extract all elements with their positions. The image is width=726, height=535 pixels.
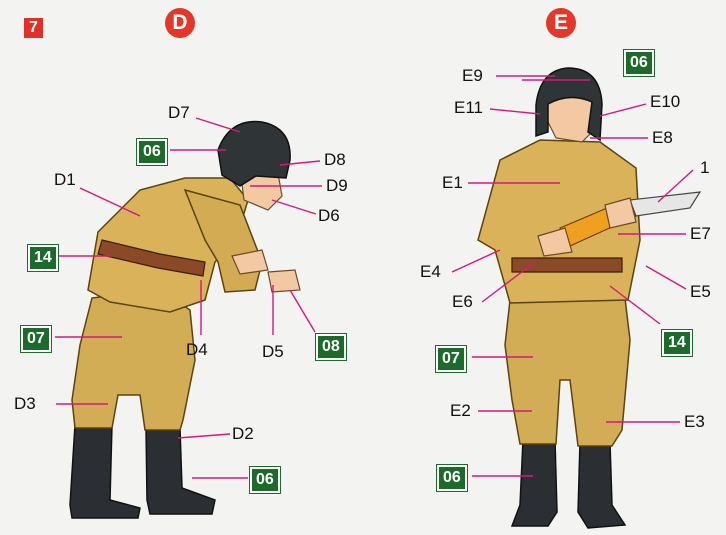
figure-e-boot-left [512,440,557,526]
label-e1: E1 [442,173,463,193]
label-d2: D2 [232,424,254,444]
label-e11: E11 [454,98,483,118]
label-d1: D1 [54,170,76,190]
label-d6: D6 [318,206,340,226]
label-e3: E3 [684,412,705,432]
label-e2: E2 [450,401,471,421]
label-d4: D4 [186,340,208,360]
label-e7: E7 [690,224,711,244]
color-badge-e-boots: 06 [437,465,467,491]
color-badge-d-helmet: 06 [137,139,167,165]
figure-d-boot-left [70,425,140,518]
color-badge-d-boots: 06 [250,467,280,493]
label-e8: E8 [652,128,673,148]
color-badge-d-trousers: 07 [21,326,51,352]
label-e6: E6 [452,292,473,312]
label-e10: E10 [650,92,680,112]
label-e9: E9 [462,66,483,86]
figure-d-title: D [165,8,195,38]
label-e5: E5 [690,282,711,302]
color-badge-e-belt: 14 [662,330,692,356]
label-d9: D9 [326,176,348,196]
figure-d [70,122,300,518]
color-badge-e-trousers: 07 [436,346,466,372]
label-d7: D7 [168,103,190,123]
figure-e-trousers [505,298,630,446]
label-d3: D3 [14,394,36,414]
label-d8: D8 [324,150,346,170]
color-badge-e-helmet: 06 [624,50,654,76]
figure-d-helmet [218,122,290,186]
label-1: 1 [700,158,709,178]
figure-e-title: E [546,8,576,38]
figure-d-boot-right [146,428,215,514]
figure-e-belt [512,258,622,272]
color-badge-d-hands: 08 [316,334,346,360]
color-badge-d-belt: 14 [28,245,58,271]
figure-d-trousers [72,290,195,430]
figure-e-boot-right [578,442,625,528]
reference-badge: 7 [24,18,43,38]
label-e4: E4 [420,262,441,282]
label-d5: D5 [262,342,284,362]
